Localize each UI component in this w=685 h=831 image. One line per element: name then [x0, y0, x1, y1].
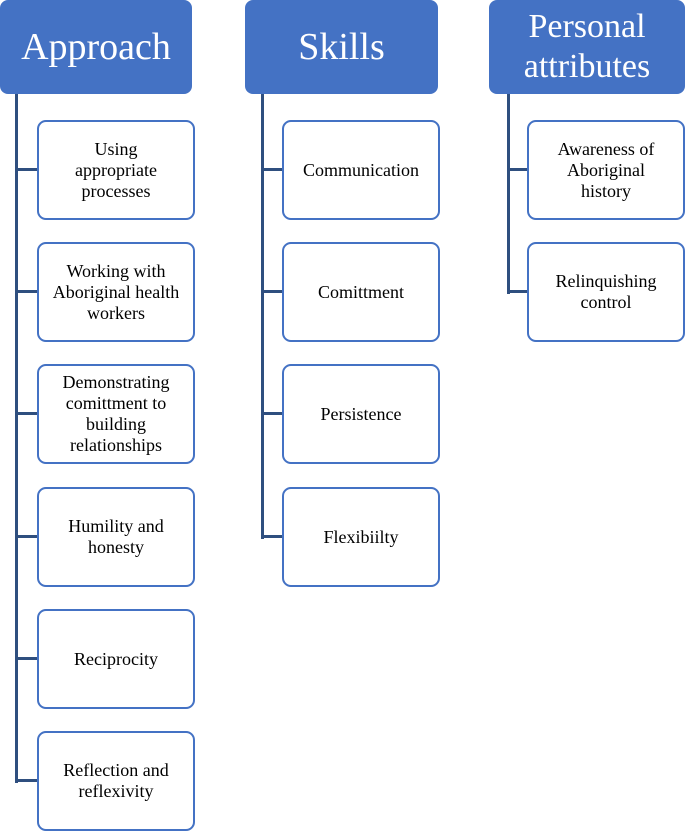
approach-branch-1 [15, 168, 38, 171]
approach-box-1: Using appropriate processes [37, 120, 195, 220]
skills-box-3: Persistence [282, 364, 440, 464]
header-personal-attributes: Personal attributes [489, 0, 685, 94]
approach-box-1-label: Using appropriate processes [75, 138, 157, 201]
skills-box-4-label: Flexibiilty [323, 526, 399, 547]
approach-branch-4 [15, 535, 38, 538]
personal-branch-2 [507, 290, 528, 293]
approach-branch-3 [15, 412, 38, 415]
skills-box-2: Comittment [282, 242, 440, 342]
personal-trunk-line [507, 94, 510, 294]
personal-branch-1 [507, 168, 528, 171]
personal-box-1: Awareness of Aboriginal history [527, 120, 685, 220]
personal-box-1-label: Awareness of Aboriginal history [557, 138, 655, 201]
header-approach: Approach [0, 0, 192, 94]
skills-trunk-line [261, 94, 264, 539]
skills-branch-1 [261, 168, 283, 171]
approach-branch-5 [15, 657, 38, 660]
skills-box-2-label: Comittment [317, 281, 404, 302]
approach-box-3: Demonstrating comittment to building rel… [37, 364, 195, 464]
skills-branch-4 [261, 535, 283, 538]
approach-box-5: Reciprocity [37, 609, 195, 709]
approach-branch-2 [15, 290, 38, 293]
header-skills: Skills [245, 0, 438, 94]
skills-box-1: Communication [282, 120, 440, 220]
personal-box-2: Relinquishing control [527, 242, 685, 342]
personal-box-2-label: Relinquishing control [555, 271, 657, 312]
approach-box-5-label: Reciprocity [74, 648, 158, 669]
approach-trunk-line [15, 94, 18, 783]
approach-box-4-label: Humility and honesty [68, 516, 164, 557]
approach-box-2-label: Working with Aboriginal health workers [52, 260, 180, 323]
approach-box-3-label: Demonstrating comittment to building rel… [62, 372, 170, 455]
approach-box-4: Humility and honesty [37, 487, 195, 587]
header-personal-attributes-label: Personal attributes [523, 8, 651, 85]
skills-box-3-label: Persistence [320, 403, 402, 424]
approach-box-6-label: Reflection and reflexivity [63, 760, 169, 801]
approach-box-2: Working with Aboriginal health workers [37, 242, 195, 342]
skills-branch-2 [261, 290, 283, 293]
skills-branch-3 [261, 412, 283, 415]
skills-box-4: Flexibiilty [282, 487, 440, 587]
approach-box-6: Reflection and reflexivity [37, 731, 195, 831]
approach-branch-6 [15, 779, 38, 782]
header-approach-label: Approach [21, 26, 171, 68]
header-skills-label: Skills [298, 26, 385, 68]
skills-box-1-label: Communication [303, 159, 419, 180]
